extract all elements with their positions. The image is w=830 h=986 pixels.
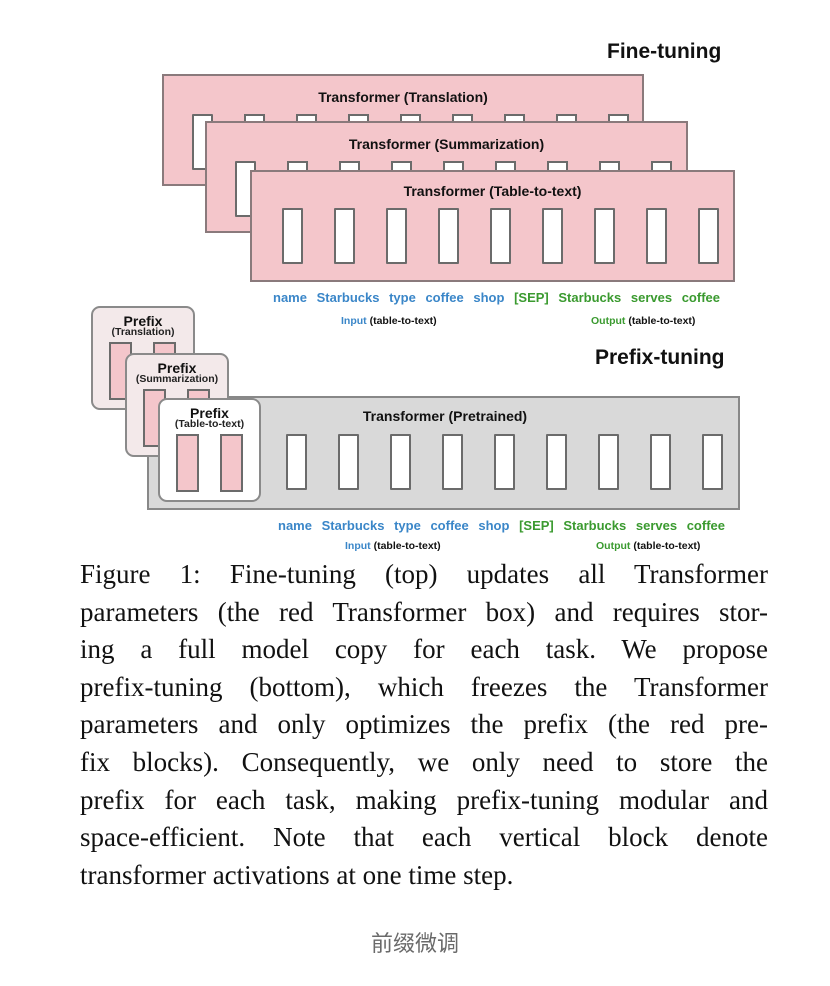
activation-block	[438, 208, 459, 264]
prefixtuning-input-label: Input (table-to-text)	[345, 540, 441, 552]
activation-block	[400, 114, 421, 124]
transformer-summarization-label: Transformer (Summarization)	[348, 136, 545, 152]
activation-block	[296, 114, 317, 124]
prefixtuning-output-label: Output (table-to-text)	[596, 540, 701, 552]
prefix-translation-task: (Translation)	[111, 326, 175, 338]
activation-block	[386, 208, 407, 264]
prefix-table-to-text-title: Prefix	[190, 405, 229, 421]
activation-block	[504, 114, 525, 124]
input-token: coffee	[430, 518, 469, 533]
input-token: Starbucks	[316, 290, 380, 305]
activation-block	[495, 161, 516, 171]
output-token: serves	[630, 290, 673, 305]
activation-block	[698, 208, 719, 264]
activation-block	[287, 161, 308, 171]
input-token: name	[278, 518, 312, 533]
prefix-block	[176, 434, 199, 492]
prefixtuning-token-row: name Starbucks type coffee shop [SEP] St…	[278, 518, 731, 533]
transformer-translation-label: Transformer (Translation)	[318, 89, 488, 105]
activation-block	[542, 208, 563, 264]
activation-block	[608, 114, 629, 124]
prefix-block	[220, 434, 243, 492]
figure-caption: Figure 1: Fine-tuning (top) updates all …	[80, 556, 768, 894]
caption-line: prefix for each task, making prefix-tuni…	[80, 784, 768, 815]
input-token: Starbucks	[321, 518, 385, 533]
activation-block	[443, 161, 464, 171]
caption-line: ing a full model copy for each task. We …	[80, 634, 768, 665]
output-token: serves	[635, 518, 678, 533]
input-token: name	[273, 290, 307, 305]
finetuning-token-row: name Starbucks type coffee shop [SEP] St…	[273, 290, 726, 305]
caption-line: prefix-tuning (bottom), which freezes th…	[80, 671, 768, 702]
activation-block	[599, 161, 620, 171]
prefixtuning-title: Prefix-tuning	[595, 346, 725, 369]
caption-line: fix blocks). Consequently, we only need …	[80, 746, 768, 777]
caption-line: parameters and only optimizes the prefix…	[80, 709, 768, 740]
output-token: Starbucks	[563, 518, 627, 533]
output-token: [SEP]	[514, 290, 549, 305]
input-token: shop	[478, 518, 510, 533]
input-token: type	[394, 518, 421, 533]
activation-block	[494, 434, 515, 490]
activation-block	[338, 434, 359, 490]
caption-line: Figure 1: Fine-tuning (top) updates all …	[80, 559, 768, 589]
activation-block	[334, 208, 355, 264]
activation-block	[452, 114, 473, 124]
input-token: type	[389, 290, 416, 305]
transformer-pretrained-label: Transformer (Pretrained)	[362, 408, 528, 424]
prefix-summarization-title: Prefix	[157, 360, 197, 376]
activation-block	[702, 434, 723, 490]
caption-line: space-efficient. Note that each vertical…	[80, 822, 768, 853]
output-token: [SEP]	[519, 518, 554, 533]
finetuning-title: Fine-tuning	[607, 40, 722, 63]
caption-line: transformer activations at one time step…	[80, 859, 514, 890]
activation-block	[442, 434, 463, 490]
output-token: coffee	[681, 290, 720, 305]
activation-block	[244, 114, 265, 124]
prefix-table-to-text-task: (Table-to-text)	[174, 418, 245, 430]
activation-block	[651, 161, 672, 171]
transformer-table-to-text-box: Transformer (Table-to-text)	[250, 170, 735, 282]
activation-block	[286, 434, 307, 490]
output-token: Starbucks	[558, 290, 622, 305]
finetuning-output-label: Output (table-to-text)	[591, 315, 696, 327]
finetuning-input-label: Input (table-to-text)	[341, 315, 437, 327]
activation-block	[391, 161, 412, 171]
input-token: shop	[473, 290, 505, 305]
output-token: coffee	[686, 518, 725, 533]
prefix-table-to-text-card: Prefix (Table-to-text)	[158, 398, 261, 502]
activation-block	[339, 161, 360, 171]
input-token: coffee	[425, 290, 464, 305]
prefix-translation-title: Prefix	[123, 313, 163, 329]
activation-block	[594, 208, 615, 264]
activation-block	[646, 208, 667, 264]
caption-line: parameters (the red Transformer box) and…	[80, 596, 768, 627]
activation-block	[547, 161, 568, 171]
activation-block	[546, 434, 567, 490]
footer-caption-chinese: 前缀微调	[370, 932, 459, 957]
activation-block	[348, 114, 369, 124]
activation-block	[556, 114, 577, 124]
transformer-table-to-text-label: Transformer (Table-to-text)	[403, 183, 582, 199]
activation-block	[598, 434, 619, 490]
activation-block	[490, 208, 511, 264]
activation-block	[650, 434, 671, 490]
activation-block	[390, 434, 411, 490]
activation-block	[282, 208, 303, 264]
prefix-summarization-task: (Summarization)	[135, 373, 219, 385]
